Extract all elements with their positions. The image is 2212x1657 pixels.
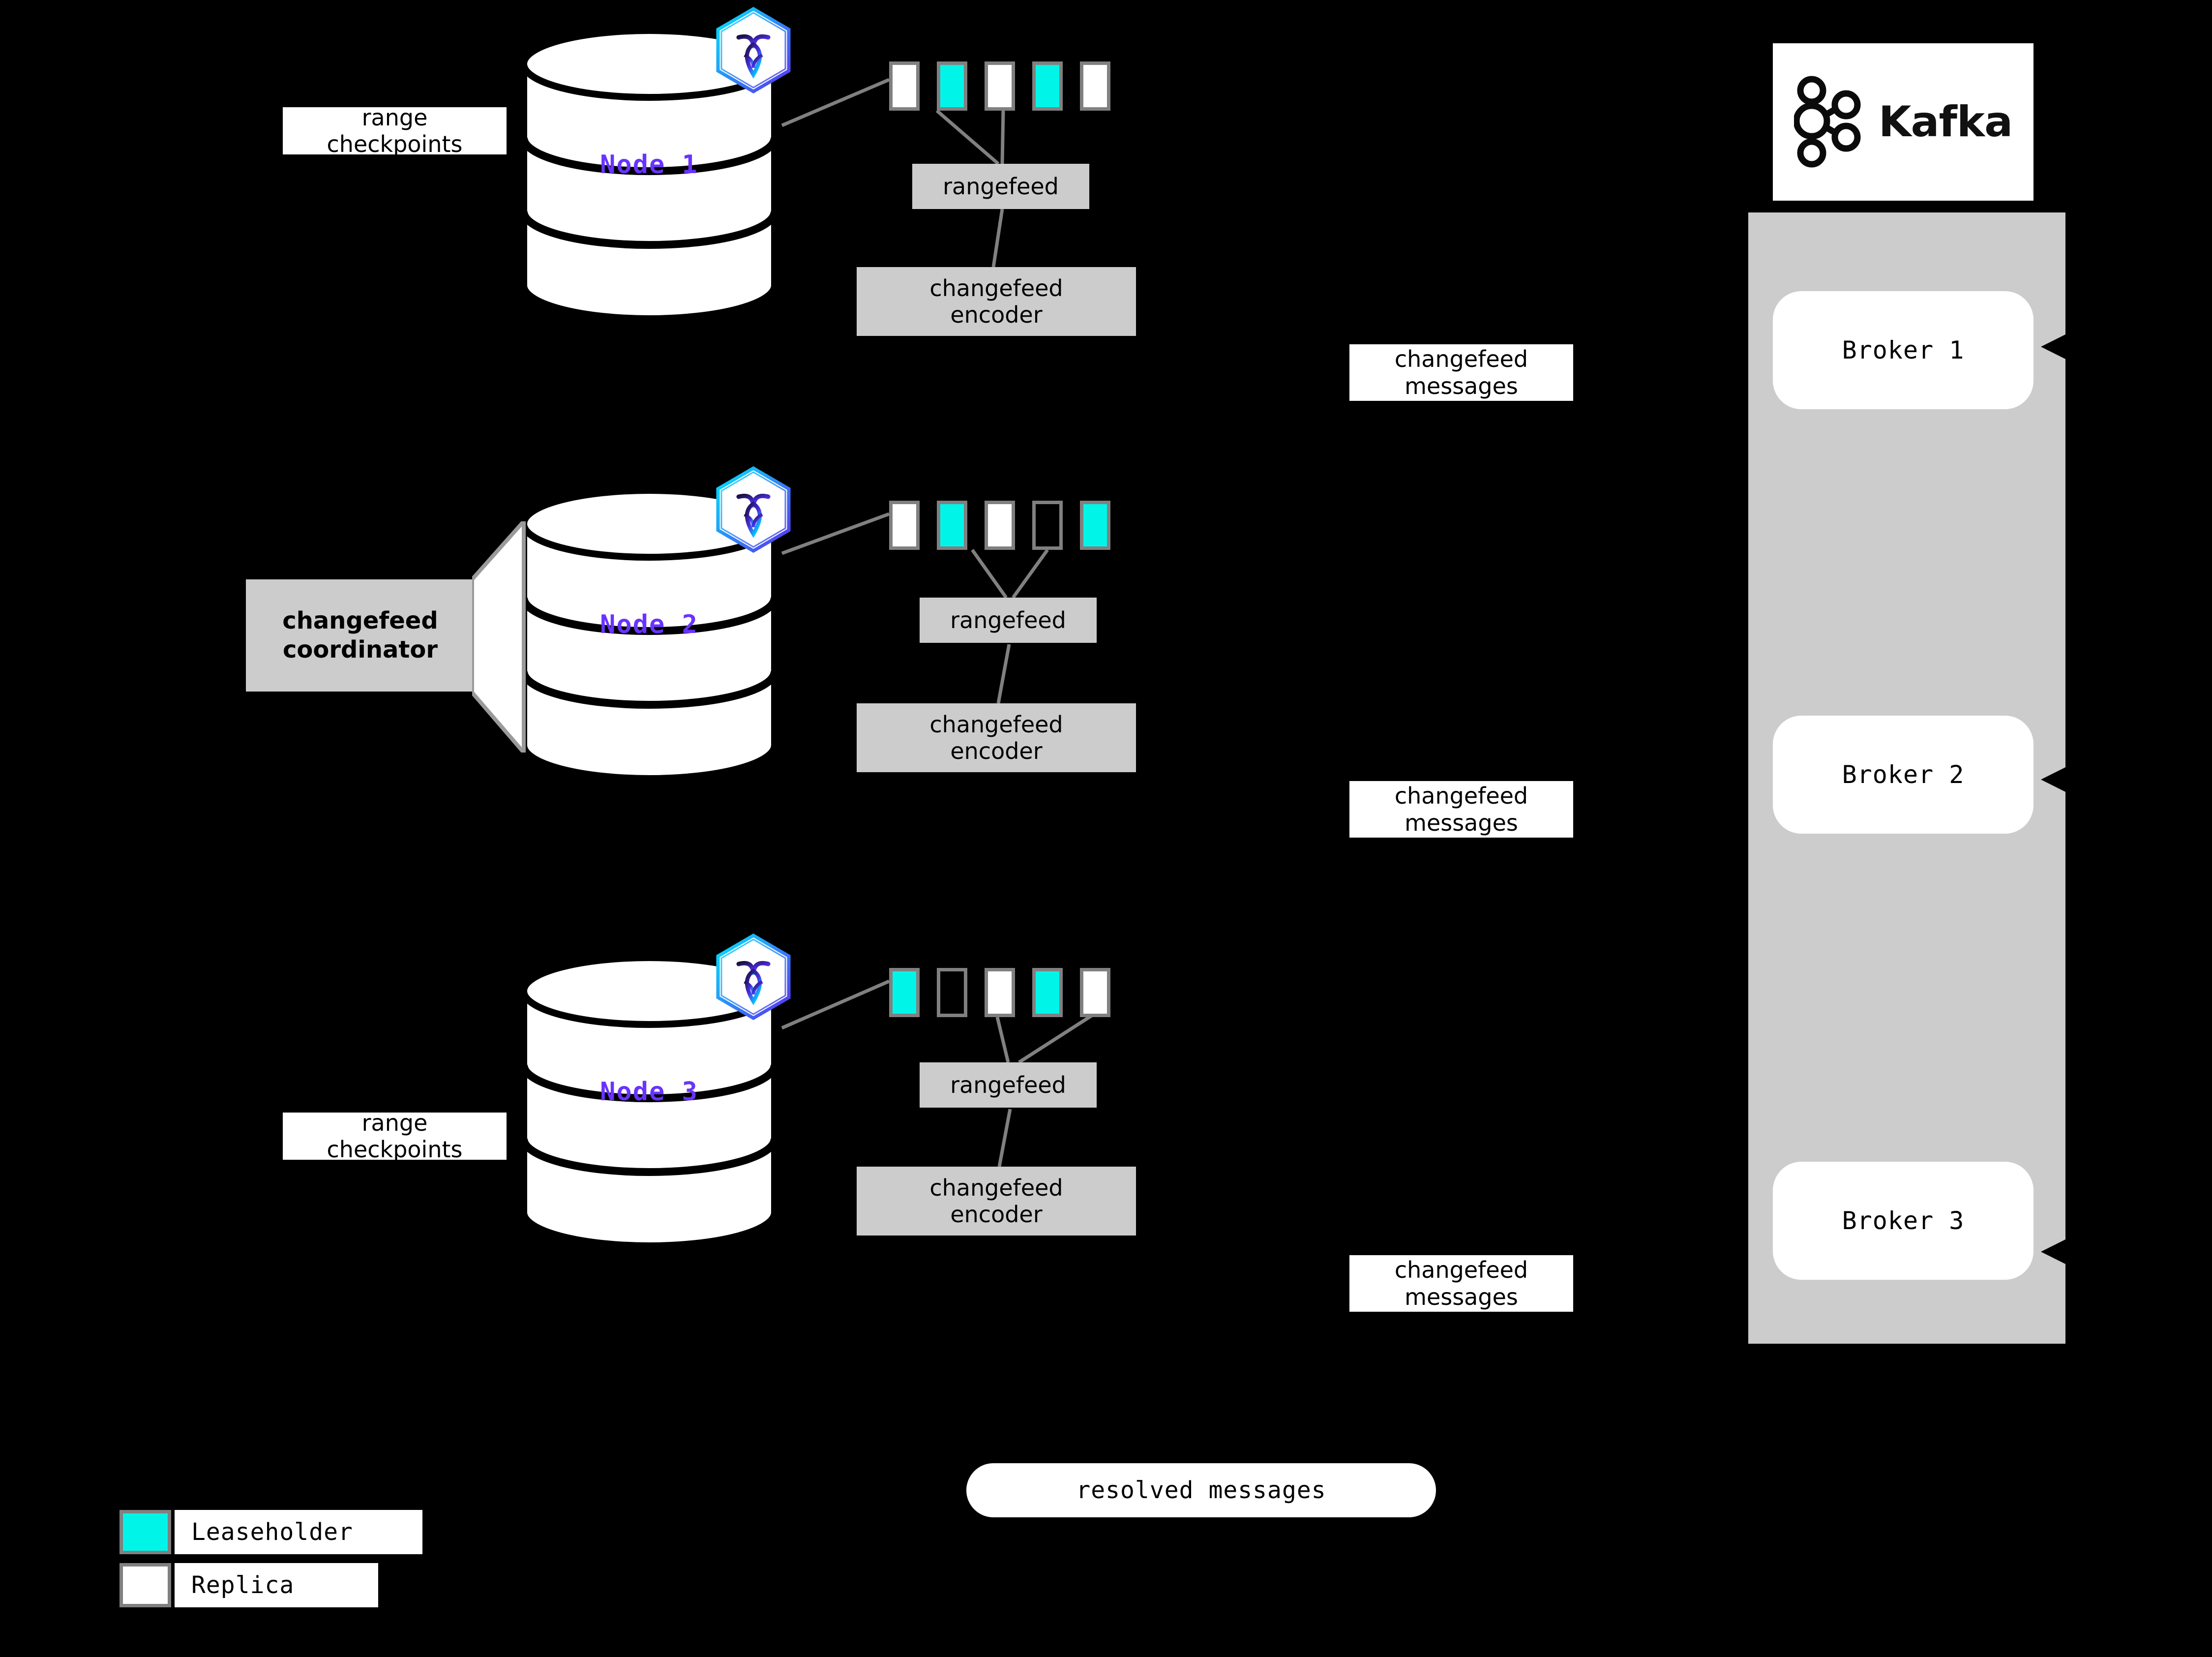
changefeed-messages-label-1: changefeed messages (1349, 344, 1573, 401)
range-box[interactable] (1080, 61, 1110, 111)
node-2-cylinder: Node 2 (519, 487, 779, 782)
range-box[interactable] (1032, 968, 1063, 1017)
node-3-range-checkpoints-label: range checkpoints (283, 1110, 507, 1163)
node-1-encoder-box[interactable]: changefeed encoder (857, 267, 1136, 336)
kafka-broker-3[interactable]: Broker 3 (1773, 1162, 2033, 1280)
changefeed-messages-label-3: changefeed messages (1349, 1255, 1573, 1312)
legend-swatch-leaseholder (120, 1510, 171, 1554)
cockroachdb-hexagon-icon (714, 7, 793, 93)
node-1-label: Node 1 (600, 150, 698, 180)
range-box[interactable] (937, 61, 967, 111)
changefeed-coordinator-callout[interactable]: changefeed coordinator (246, 579, 475, 692)
range-box[interactable] (985, 968, 1015, 1017)
legend-label-leaseholder: Leaseholder (175, 1510, 422, 1554)
node-2-label: Node 2 (600, 610, 698, 639)
node-3-encoder-box[interactable]: changefeed encoder (857, 1167, 1136, 1235)
node-2-encoder-box[interactable]: changefeed encoder (857, 703, 1136, 772)
resolved-messages-pill[interactable]: resolved messages (966, 1463, 1436, 1517)
legend-label-replica: Replica (175, 1563, 378, 1607)
node-3-cylinder: Node 3 (519, 954, 779, 1249)
callout-tail-icon (472, 521, 526, 753)
kafka-broker-2[interactable]: Broker 2 (1773, 716, 2033, 834)
node-2-rangefeed-box[interactable]: rangefeed (920, 598, 1097, 643)
kafka-wordmark: Kafka (1878, 97, 2013, 147)
node-1-cylinder: Node 1 (519, 27, 779, 322)
range-box[interactable] (937, 968, 967, 1017)
kafka-inbound-arrow-icon (2041, 334, 2065, 359)
range-box[interactable] (1080, 501, 1110, 550)
range-box[interactable] (937, 501, 967, 550)
legend-swatch-replica (120, 1563, 171, 1607)
node-3-rangefeed-box[interactable]: rangefeed (920, 1062, 1097, 1108)
range-box[interactable] (1032, 501, 1063, 550)
range-box[interactable] (1032, 61, 1063, 111)
range-box[interactable] (985, 501, 1015, 550)
changefeed-messages-label-2: changefeed messages (1349, 781, 1573, 838)
cockroachdb-hexagon-icon (714, 466, 793, 553)
range-box[interactable] (985, 61, 1015, 111)
kafka-logo: Kafka (1773, 43, 2033, 201)
range-box[interactable] (1080, 968, 1110, 1017)
node-1-range-checkpoints-label: range checkpoints (283, 104, 507, 157)
node-3-label: Node 3 (600, 1077, 698, 1107)
range-box[interactable] (889, 501, 920, 550)
range-box[interactable] (889, 61, 920, 111)
node-1-rangefeed-box[interactable]: rangefeed (912, 164, 1089, 209)
kafka-inbound-arrow-icon (2041, 1239, 2065, 1264)
cockroachdb-hexagon-icon (714, 934, 793, 1020)
range-box[interactable] (889, 968, 920, 1017)
kafka-inbound-arrow-icon (2041, 767, 2065, 792)
kafka-nodes-icon (1793, 74, 1868, 170)
kafka-broker-1[interactable]: Broker 1 (1773, 291, 2033, 409)
